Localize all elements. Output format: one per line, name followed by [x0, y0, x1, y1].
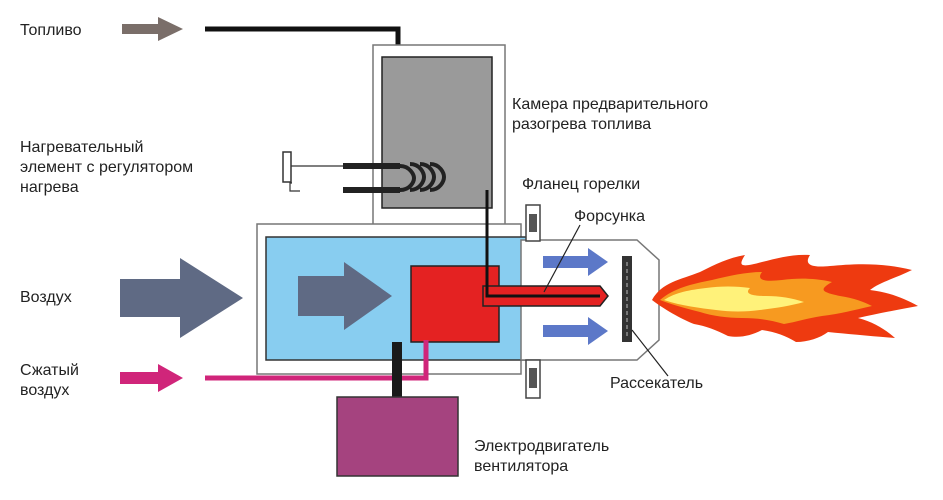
flame-core-icon — [664, 286, 804, 312]
label-heating-element-line2: элемент с регулятором — [20, 159, 194, 176]
label-heating-element-line3: нагрева — [20, 179, 79, 196]
compressed-air-line — [205, 340, 429, 381]
label-preheat-chamber: Камера предварительного разогрева топлив… — [512, 95, 708, 135]
heating-element — [282, 151, 447, 193]
label-preheat-chamber-line2: разогрева топлива — [512, 116, 652, 133]
label-heating-element-line1: Нагревательный — [20, 139, 144, 156]
preheat-chamber — [381, 56, 493, 209]
burner-flange — [525, 204, 541, 399]
label-diffuser: Рассекатель — [610, 375, 704, 392]
label-fuel: Топливо — [20, 22, 82, 39]
label-preheat-chamber-line1: Камера предварительного — [512, 96, 709, 113]
label-fan-motor-line2: вентилятора — [474, 458, 569, 475]
label-compressed-air-line1: Сжатый — [20, 362, 79, 379]
label-fan-motor: Электродвигатель вентилятора — [474, 437, 609, 477]
label-fan-motor-line1: Электродвигатель — [474, 438, 610, 455]
inner-air-arrow-icon — [298, 262, 392, 330]
label-heating-element: Нагревательный элемент с регулятором наг… — [20, 138, 193, 198]
nozzle-leader-line — [543, 224, 581, 293]
label-compressed-air-line2: воздух — [20, 382, 70, 399]
label-air: Воздух — [20, 289, 72, 306]
fan-motor — [336, 396, 459, 477]
label-burner-flange: Фланец горелки — [522, 176, 641, 193]
motor-shaft — [392, 342, 402, 398]
flow-arrow-bottom-icon — [543, 317, 608, 345]
compressed-air-arrow-icon — [120, 364, 183, 392]
fuel-arrow-icon — [122, 17, 183, 41]
label-compressed-air: Сжатый воздух — [20, 361, 79, 401]
flow-arrow-top-icon — [543, 248, 608, 276]
label-nozzle: Форсунка — [574, 208, 646, 225]
diffuser-leader-line — [631, 329, 669, 377]
air-arrow-icon — [120, 258, 243, 338]
fuel-line — [205, 26, 401, 132]
fuel-pipe — [485, 190, 600, 298]
